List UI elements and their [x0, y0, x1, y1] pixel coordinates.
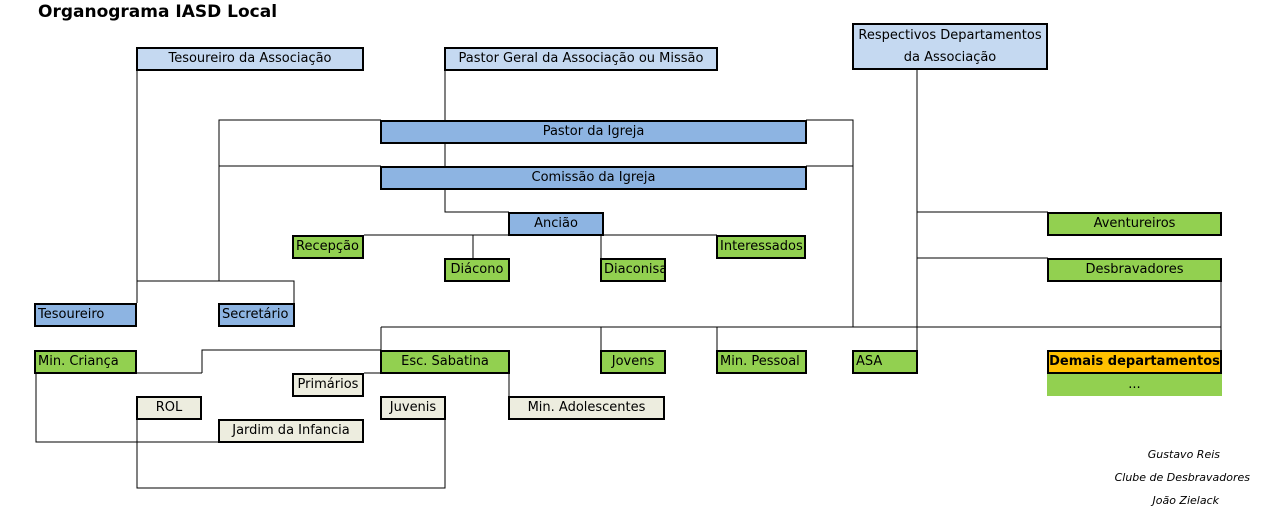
- node-diacono: Diácono: [444, 258, 510, 282]
- node-juvenis: Juvenis: [380, 396, 446, 420]
- node-asa: ASA: [852, 350, 918, 374]
- node-rol: ROL: [136, 396, 202, 420]
- node-diaconisa: Diaconisa: [600, 258, 666, 282]
- node-jovens: Jovens: [600, 350, 666, 374]
- node-min-pessoal: Min. Pessoal: [716, 350, 807, 374]
- node-aventureiros: Aventureiros: [1047, 212, 1222, 236]
- node-interessados: Interessados: [716, 235, 806, 259]
- node-desbravadores: Desbravadores: [1047, 258, 1222, 282]
- node-tesoureiro: Tesoureiro: [34, 303, 137, 327]
- node-secretario: Secretário: [218, 303, 295, 327]
- credit-coauthor: João Zielack: [1152, 494, 1219, 507]
- diagram-title: Organograma IASD Local: [38, 2, 278, 22]
- node-demais-departamentos: Demais departamentos: [1047, 350, 1222, 374]
- node-min-adolescentes: Min. Adolescentes: [508, 396, 665, 420]
- node-anciao: Ancião: [508, 212, 604, 236]
- credit-club: Clube de Desbravadores: [1114, 471, 1250, 484]
- node-jardim-infancia: Jardim da Infancia: [218, 419, 364, 443]
- node-recepcao: Recepção: [292, 235, 364, 259]
- node-pastor-igreja: Pastor da Igreja: [380, 120, 807, 144]
- node-primarios: Primários: [292, 373, 364, 397]
- credit-author: Gustavo Reis: [1147, 448, 1220, 461]
- node-esc-sabatina: Esc. Sabatina: [380, 350, 510, 374]
- node-comissao-igreja: Comissão da Igreja: [380, 166, 807, 190]
- node-departamentos-associacao: Respectivos Departamentos da Associação: [852, 23, 1048, 70]
- node-min-crianca: Min. Criança: [34, 350, 137, 374]
- node-pastor-geral: Pastor Geral da Associação ou Missão: [444, 47, 718, 71]
- node-tesoureiro-associacao: Tesoureiro da Associação: [136, 47, 364, 71]
- node-ellipsis: ...: [1047, 374, 1222, 396]
